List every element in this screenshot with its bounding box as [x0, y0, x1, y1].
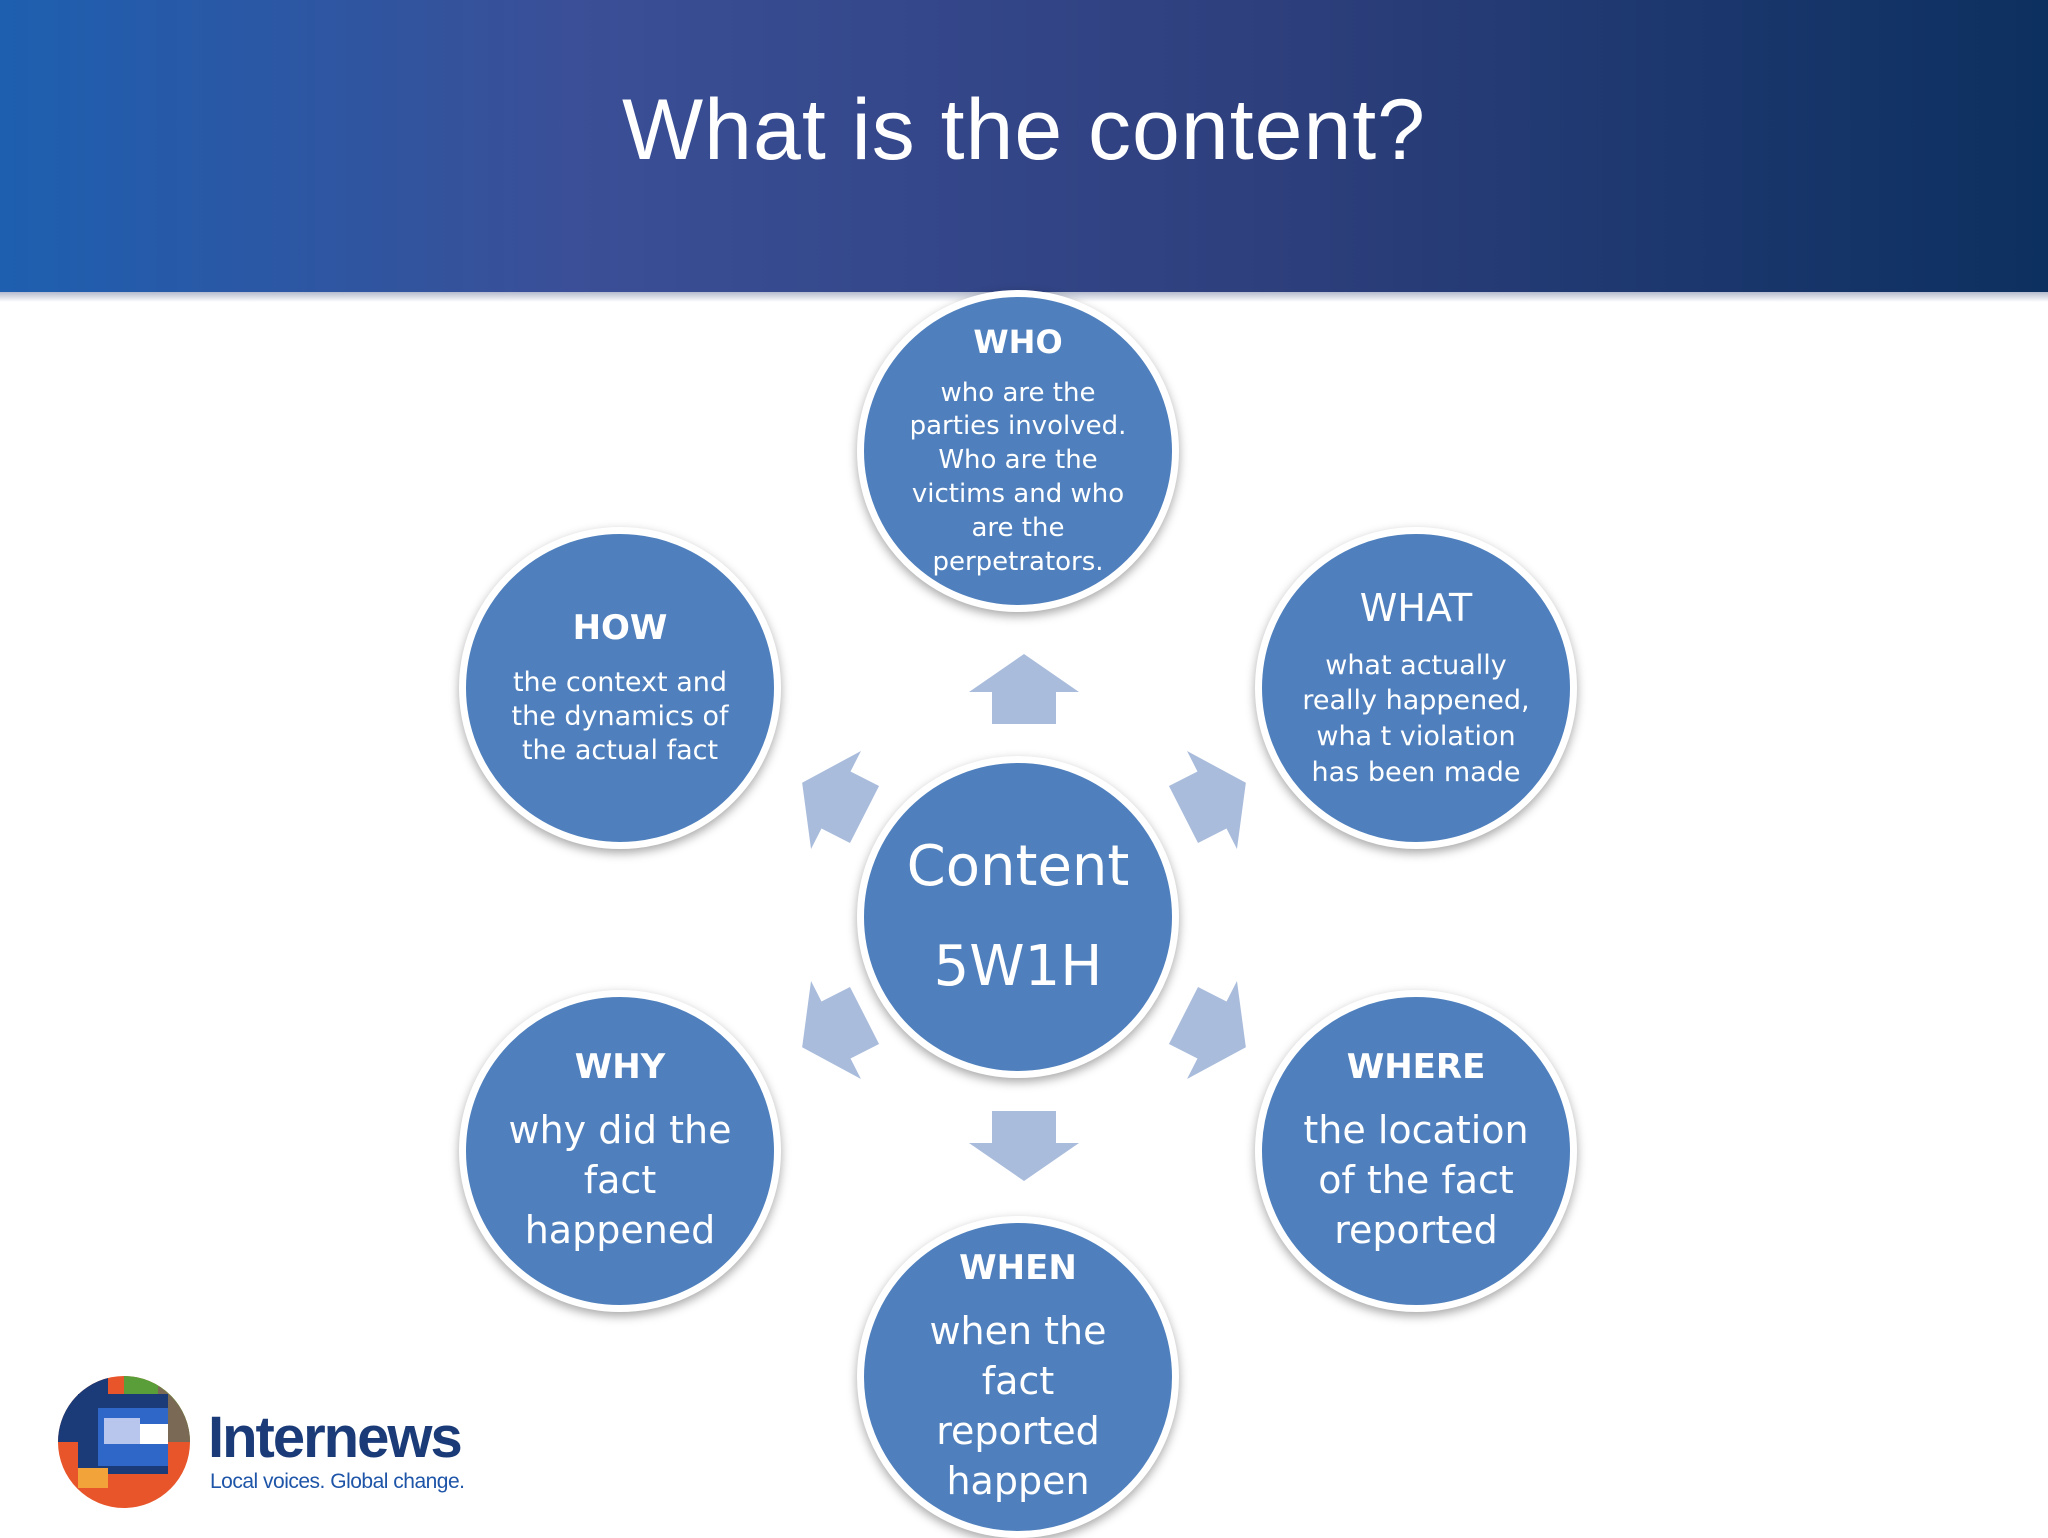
- circle-when: WHEN when the fact reported happen: [857, 1216, 1179, 1538]
- logo-tagline: Local voices. Global change.: [210, 1470, 465, 1493]
- circle-when-text: when the fact reported happen: [929, 1308, 1107, 1504]
- circle-why-heading: WHY: [574, 1046, 666, 1087]
- circle-where: WHERE the location of the fact reported: [1255, 990, 1577, 1312]
- internews-logo-icon: [58, 1376, 190, 1508]
- circle-who-text: who are the parties involved. Who are th…: [909, 377, 1127, 577]
- slide-title: What is the content?: [622, 81, 1426, 178]
- circle-why: WHY why did the fact happened: [459, 990, 781, 1312]
- circle-what-text: what actually really happened, wha t vio…: [1302, 649, 1530, 788]
- circle-who-heading: WHO: [973, 322, 1063, 361]
- center-circle-content-5w1h: Content 5W1H: [857, 756, 1179, 1078]
- arrow-upper-right: [1168, 750, 1246, 850]
- logo-name: Internews: [208, 1405, 463, 1470]
- circle-how: HOW the context and the dynamics of the …: [459, 527, 781, 849]
- circle-where-text: the location of the fact reported: [1303, 1107, 1529, 1253]
- circle-where-heading: WHERE: [1346, 1046, 1486, 1087]
- circle-how-text: the context and the dynamics of the actu…: [511, 666, 729, 767]
- circle-when-heading: WHEN: [959, 1247, 1077, 1288]
- circle-what: WHAT what actually really happened, wha …: [1255, 527, 1577, 849]
- circle-how-heading: HOW: [572, 607, 668, 648]
- arrow-up: [969, 654, 1079, 724]
- circle-why-text: why did the fact happened: [508, 1107, 732, 1253]
- arrow-lower-right: [1168, 980, 1246, 1080]
- arrow-upper-left: [802, 750, 880, 850]
- center-sublabel: 5W1H: [933, 934, 1103, 999]
- circle-who: WHO who are the parties involved. Who ar…: [857, 290, 1179, 612]
- arrow-down: [969, 1111, 1079, 1181]
- circle-what-heading: WHAT: [1359, 585, 1473, 630]
- center-label: Content: [906, 834, 1130, 899]
